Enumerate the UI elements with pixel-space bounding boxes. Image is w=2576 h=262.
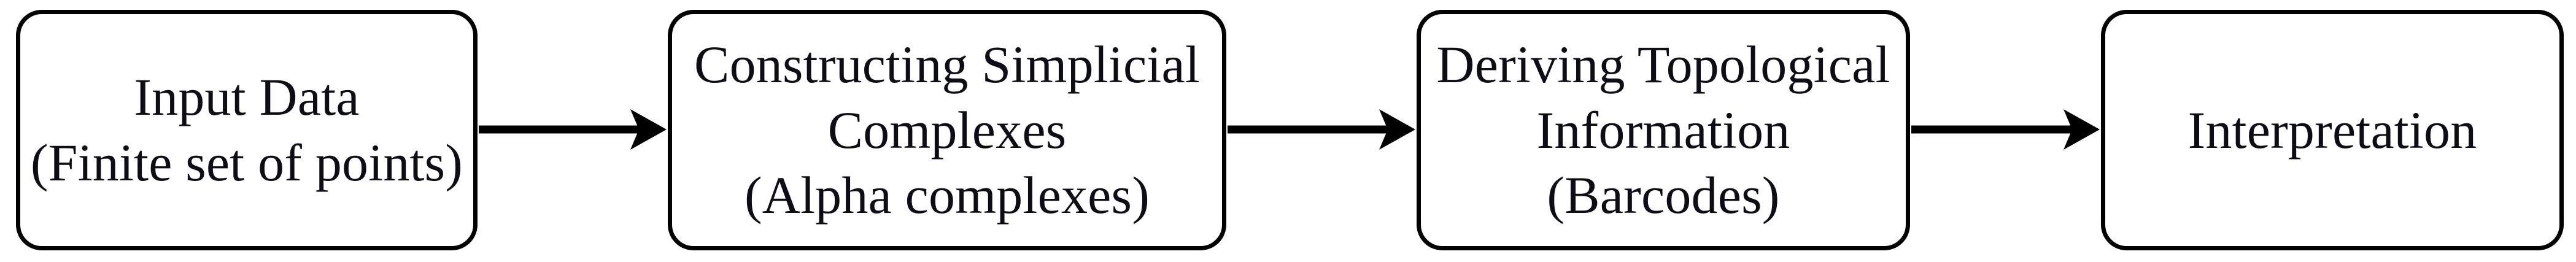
deriving-topological-information-line-3: (Barcodes) bbox=[1547, 166, 1780, 225]
interpretation-line-1: Interpretation bbox=[2187, 100, 2477, 160]
input-data-line-2: (Finite set of points) bbox=[30, 133, 463, 192]
arrow-topology-to-interpretation bbox=[1911, 109, 2100, 150]
input-data-line-1: Input Data bbox=[134, 67, 360, 127]
interpretation-node[interactable]: Interpretation bbox=[2101, 10, 2564, 250]
constructing-simplicial-complexes-line-3: (Alpha complexes) bbox=[744, 166, 1150, 225]
constructing-simplicial-complexes-node[interactable]: Constructing Simplicial Complexes (Alpha… bbox=[668, 10, 1226, 250]
input-data-node[interactable]: Input Data (Finite set of points) bbox=[16, 10, 478, 250]
deriving-topological-information-node[interactable]: Deriving Topological Information (Barcod… bbox=[1417, 10, 1910, 250]
arrow-input-to-complexes bbox=[479, 109, 667, 150]
constructing-simplicial-complexes-line-2: Complexes bbox=[827, 100, 1067, 160]
deriving-topological-information-line-1: Deriving Topological bbox=[1436, 35, 1890, 94]
deriving-topological-information-line-2: Information bbox=[1536, 100, 1790, 160]
arrow-complexes-to-topology bbox=[1228, 109, 1415, 150]
constructing-simplicial-complexes-line-1: Constructing Simplicial bbox=[694, 35, 1200, 94]
